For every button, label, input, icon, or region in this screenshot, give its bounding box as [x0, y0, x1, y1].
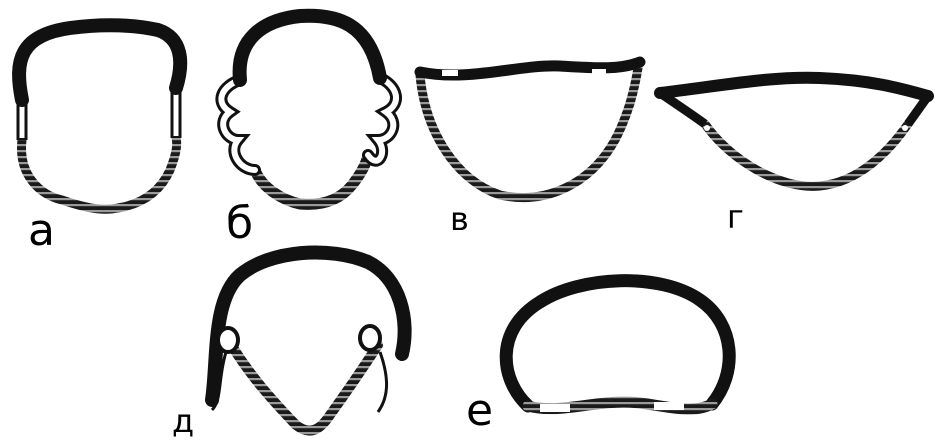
- panel-g-shape: [660, 78, 928, 187]
- panel-v-shape: [420, 62, 640, 198]
- panel-label-a: а: [28, 205, 55, 256]
- panel-label-e: е: [466, 385, 493, 436]
- panel-label-b: б: [226, 198, 253, 249]
- panel-d-shape: [212, 252, 405, 430]
- panel-label-d: д: [172, 402, 194, 440]
- panel-e-shape: [506, 281, 729, 412]
- panel-label-v: в: [450, 200, 469, 238]
- panel-b-shape: [221, 16, 396, 205]
- panel-label-g: г: [727, 198, 744, 236]
- panel-a-shape: [19, 25, 180, 209]
